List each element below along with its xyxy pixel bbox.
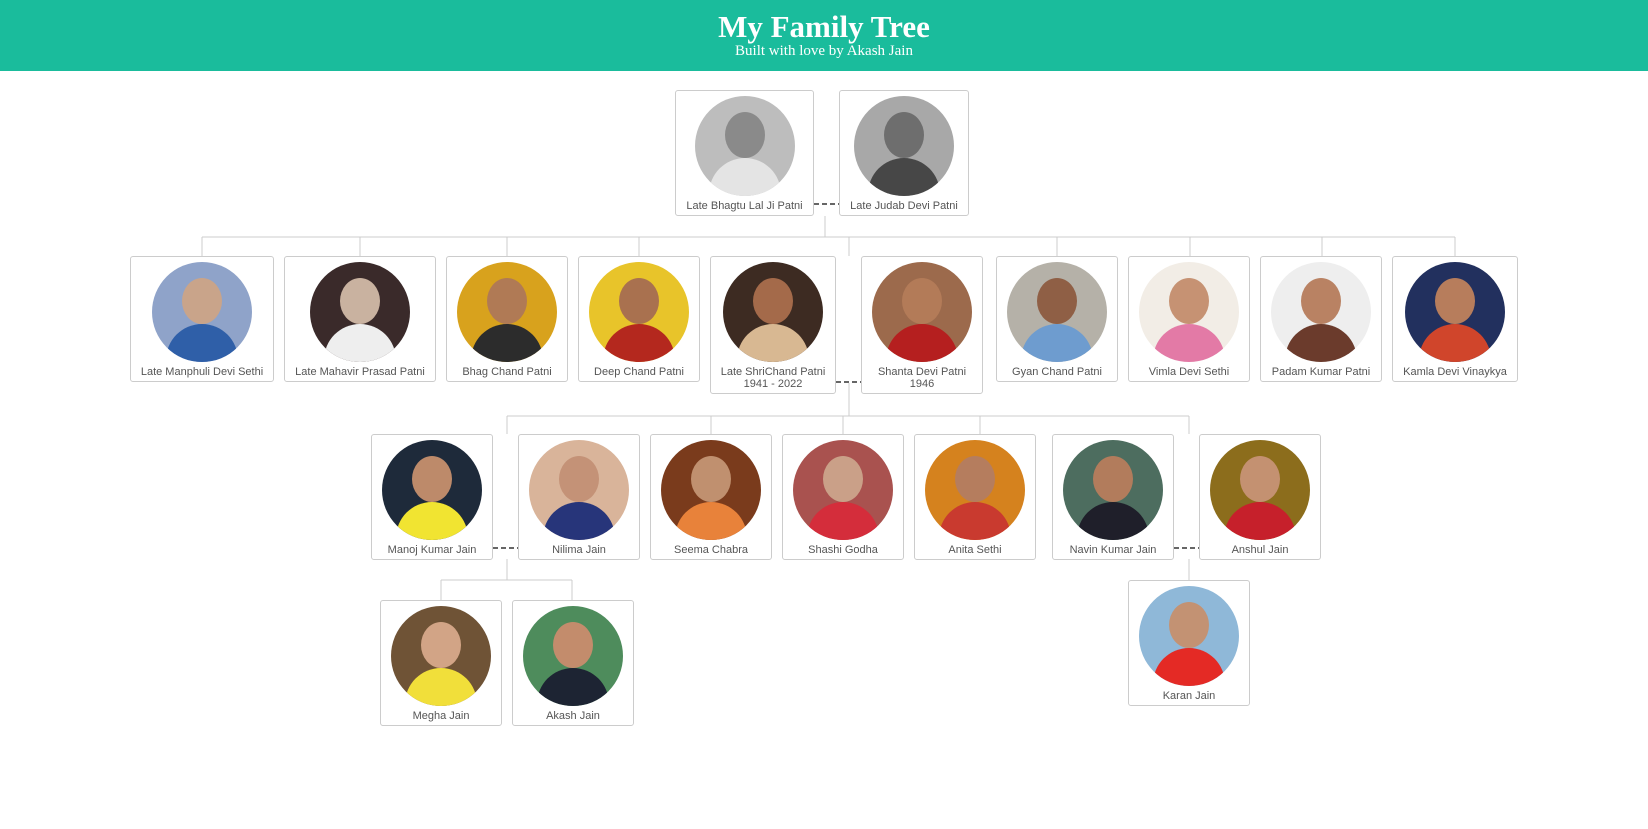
member-name: Kamla Devi Vinaykya: [1403, 366, 1507, 378]
member-name: Karan Jain: [1162, 690, 1216, 702]
member-photo: [1139, 586, 1239, 686]
member-photo: [457, 262, 557, 362]
member-name: Late Mahavir Prasad Patni: [295, 366, 425, 378]
member-card-navin[interactable]: Navin Kumar Jain: [1052, 434, 1174, 560]
member-photo: [661, 440, 761, 540]
member-card-judab[interactable]: Late Judab Devi Patni: [839, 90, 969, 216]
member-card-manphuli[interactable]: Late Manphuli Devi Sethi: [130, 256, 274, 382]
member-name: Vimla Devi Sethi: [1148, 366, 1230, 378]
member-name: Shashi Godha: [808, 544, 878, 556]
member-name: Anshul Jain: [1231, 544, 1289, 556]
member-card-bhagtu[interactable]: Late Bhagtu Lal Ji Patni: [675, 90, 814, 216]
member-name: Megha Jain: [412, 710, 470, 722]
member-card-kamla[interactable]: Kamla Devi Vinaykya: [1392, 256, 1518, 382]
member-name: Manoj Kumar Jain: [387, 544, 477, 556]
member-name: Bhag Chand Patni: [462, 366, 552, 378]
member-name: Late Manphuli Devi Sethi: [140, 366, 264, 378]
member-photo: [1210, 440, 1310, 540]
member-card-akash[interactable]: Akash Jain: [512, 600, 634, 726]
member-photo: [925, 440, 1025, 540]
member-photo: [1139, 262, 1239, 362]
member-card-shrichand[interactable]: Late ShriChand Patni 1941 - 2022: [710, 256, 836, 394]
member-photo: [723, 262, 823, 362]
member-name: Late ShriChand Patni: [720, 366, 826, 378]
member-name: Padam Kumar Patni: [1271, 366, 1371, 378]
member-card-bhagchand[interactable]: Bhag Chand Patni: [446, 256, 568, 382]
member-name: Anita Sethi: [948, 544, 1002, 556]
member-photo: [1063, 440, 1163, 540]
member-card-megha[interactable]: Megha Jain: [380, 600, 502, 726]
member-photo: [152, 262, 252, 362]
app-header: My Family Tree Built with love by Akash …: [0, 0, 1648, 71]
member-name: Akash Jain: [546, 710, 600, 722]
member-card-manoj[interactable]: Manoj Kumar Jain: [371, 434, 493, 560]
member-photo: [793, 440, 893, 540]
member-photo: [854, 96, 954, 196]
member-name: Late Bhagtu Lal Ji Patni: [686, 200, 803, 212]
member-name: Navin Kumar Jain: [1069, 544, 1157, 556]
member-name: Shanta Devi Patni: [877, 366, 967, 378]
member-card-anshul[interactable]: Anshul Jain: [1199, 434, 1321, 560]
member-photo: [529, 440, 629, 540]
member-card-mahavir[interactable]: Late Mahavir Prasad Patni: [284, 256, 436, 382]
member-photo: [310, 262, 410, 362]
page-title: My Family Tree: [718, 9, 930, 44]
member-card-nilima[interactable]: Nilima Jain: [518, 434, 640, 560]
member-years: 1946: [909, 378, 935, 390]
member-card-shashi[interactable]: Shashi Godha: [782, 434, 904, 560]
member-card-anita[interactable]: Anita Sethi: [914, 434, 1036, 560]
member-card-seema[interactable]: Seema Chabra: [650, 434, 772, 560]
member-photo: [872, 262, 972, 362]
member-photo: [694, 96, 795, 196]
member-card-shanta[interactable]: Shanta Devi Patni 1946: [861, 256, 983, 394]
member-card-deepchand[interactable]: Deep Chand Patni: [578, 256, 700, 382]
member-years: 1941 - 2022: [743, 378, 803, 390]
page-subtitle: Built with love by Akash Jain: [735, 43, 913, 59]
member-card-karan[interactable]: Karan Jain: [1128, 580, 1250, 706]
member-photo: [1007, 262, 1107, 362]
member-card-gyan[interactable]: Gyan Chand Patni: [996, 256, 1118, 382]
member-photo: [382, 440, 482, 540]
member-photo: [1271, 262, 1371, 362]
member-card-vimla[interactable]: Vimla Devi Sethi: [1128, 256, 1250, 382]
member-photo: [391, 606, 491, 706]
member-name: Late Judab Devi Patni: [850, 200, 958, 212]
member-photo: [589, 262, 689, 362]
member-name: Gyan Chand Patni: [1012, 366, 1102, 378]
member-name: Seema Chabra: [674, 544, 748, 556]
member-name: Nilima Jain: [552, 544, 606, 556]
member-photo: [1405, 262, 1505, 362]
member-name: Deep Chand Patni: [594, 366, 684, 378]
member-card-padam[interactable]: Padam Kumar Patni: [1260, 256, 1382, 382]
member-photo: [523, 606, 623, 706]
